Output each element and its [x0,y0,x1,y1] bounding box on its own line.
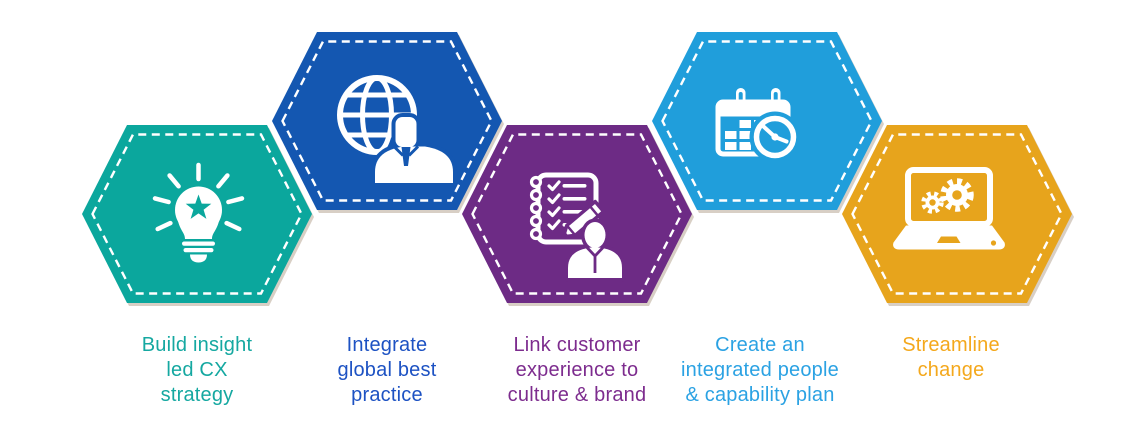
hexagon-step-5 [842,125,1072,303]
checklist-writer-icon [529,172,626,282]
step-1-label: Build insight led CX strategy [141,334,253,406]
hexagon-step-1 [82,125,312,303]
step-4 [652,32,882,210]
globe-user-icon [337,75,457,187]
pencil [561,199,606,239]
step-3 [462,125,692,303]
lightbulb-star-icon [152,162,245,263]
hexagon-step-4 [652,32,882,210]
step-1 [82,125,312,303]
step-2-label: Integrate global best practice [337,334,437,406]
star-cutout [185,194,212,219]
step-3-label: Link customer experience to culture & br… [507,334,647,406]
calendar-clock-icon [715,88,801,163]
step-5-label: Streamline change [902,334,1000,381]
hexagon-step-2 [272,32,502,210]
hexagon-fill [842,125,1072,303]
step-2 [272,32,502,210]
step-4-label: Create an integrated people & capability… [681,334,839,406]
step-5 [842,125,1072,303]
laptop-gears-icon [893,167,1005,250]
hexagon-step-3 [462,125,692,303]
